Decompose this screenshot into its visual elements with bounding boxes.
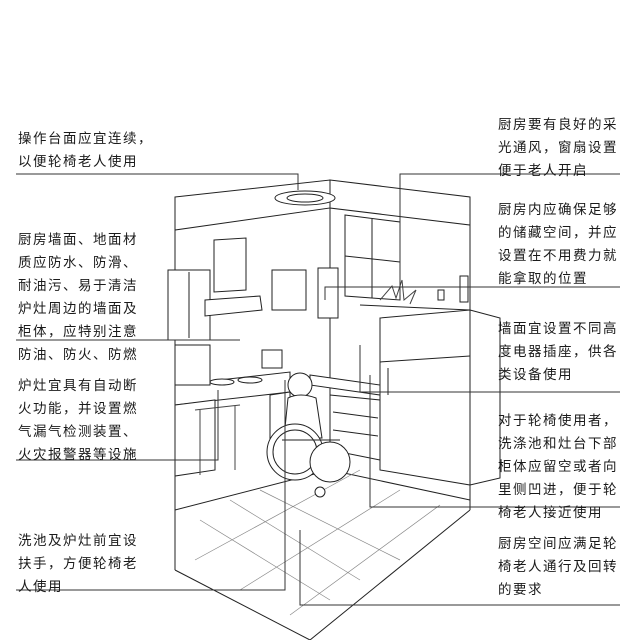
window [344,214,401,301]
note-stove-line-3: 气漏气检测装置、 [18,424,138,440]
note-handrail-line-3: 人使用 [18,579,63,595]
note-kneespace-line-5: 椅老人接近使用 [498,505,603,521]
refrigerator [379,309,501,486]
note-knee-space: 对于轮椅使用者， 洗涤池和灶台下部 柜体应留空或者向 里侧凹进，便于轮 椅老人接… [498,410,618,525]
note-stove-line-4: 火灾报警器等设施 [18,447,138,463]
note-storage-line-3: 设置在不用费力就 [498,248,618,264]
note-sockets-line-1: 墙面宜设置不同高 [498,321,618,337]
note-storage-line-2: 的储藏空间，并应 [498,225,618,241]
note-ventilation-line-1: 厨房要有良好的采 [498,117,618,133]
note-walls-line-3: 耐油污、易于清洁 [18,278,138,294]
note-kneespace-line-3: 柜体应留空或者向 [498,459,618,475]
note-storage-line-1: 厨房内应确保足够 [498,202,618,218]
note-counter-line-1: 操作台面应宜连续， [18,131,153,147]
note-turning-line-2: 椅老人通行及回转 [498,559,618,575]
note-stove-line-1: 炉灶宜具有自动断 [18,378,138,394]
note-walls-line-1: 厨房墙面、地面材 [18,232,138,248]
note-walls-line-5: 柜体，应特别注意 [18,324,138,340]
note-stove-line-2: 火功能，并设置燃 [18,401,138,417]
note-wall-materials: 厨房墙面、地面材 质应防水、防滑、 耐油污、易于清洁 炉灶周边的墙面及 柜体，应… [18,229,138,367]
note-handrail-line-1: 洗池及炉灶前宜设 [18,533,138,549]
note-kneespace-line-4: 里侧凹进，便于轮 [498,482,618,498]
note-ventilation-line-3: 便于老人开启 [498,163,588,179]
wheelchair-user [266,372,351,498]
note-storage: 厨房内应确保足够 的储藏空间，并应 设置在不用费力就 能拿取的位置 [498,199,618,291]
note-sockets-line-2: 度电器插座，供各 [498,344,618,360]
leader-lines [16,173,620,606]
note-turning-line-3: 的要求 [498,582,543,598]
note-walls-line-2: 质应防水、防滑、 [18,255,138,271]
note-ventilation: 厨房要有良好的采 光通风，窗扇设置 便于老人开启 [498,114,618,183]
note-kneespace-line-1: 对于轮椅使用者， [498,413,618,429]
note-counter-line-2: 以便轮椅老人使用 [18,154,138,170]
note-stove-safety: 炉灶宜具有自动断 火功能，并设置燃 气漏气检测装置、 火灾报警器等设施 [18,375,138,467]
note-counter-continuous: 操作台面应宜连续， 以便轮椅老人使用 [18,128,153,174]
note-turning-space: 厨房空间应满足轮 椅老人通行及回转 的要求 [498,533,618,602]
note-sockets: 墙面宜设置不同高 度电器插座，供各 类设备使用 [498,318,618,387]
note-walls-line-4: 炉灶周边的墙面及 [18,301,138,317]
note-storage-line-4: 能拿取的位置 [498,271,588,287]
note-walls-line-6: 防油、防火、防燃 [18,347,138,363]
wall-cabinets [167,237,339,341]
note-ventilation-line-2: 光通风，窗扇设置 [498,140,618,156]
shelf-items [359,275,471,311]
note-sockets-line-3: 类设备使用 [498,367,573,383]
note-handrail: 洗池及炉灶前宜设 扶手，方便轮椅老 人使用 [18,530,138,599]
note-handrail-line-2: 扶手，方便轮椅老 [18,556,138,572]
note-turning-line-1: 厨房空间应满足轮 [498,536,618,552]
note-kneespace-line-2: 洗涤池和灶台下部 [498,436,618,452]
